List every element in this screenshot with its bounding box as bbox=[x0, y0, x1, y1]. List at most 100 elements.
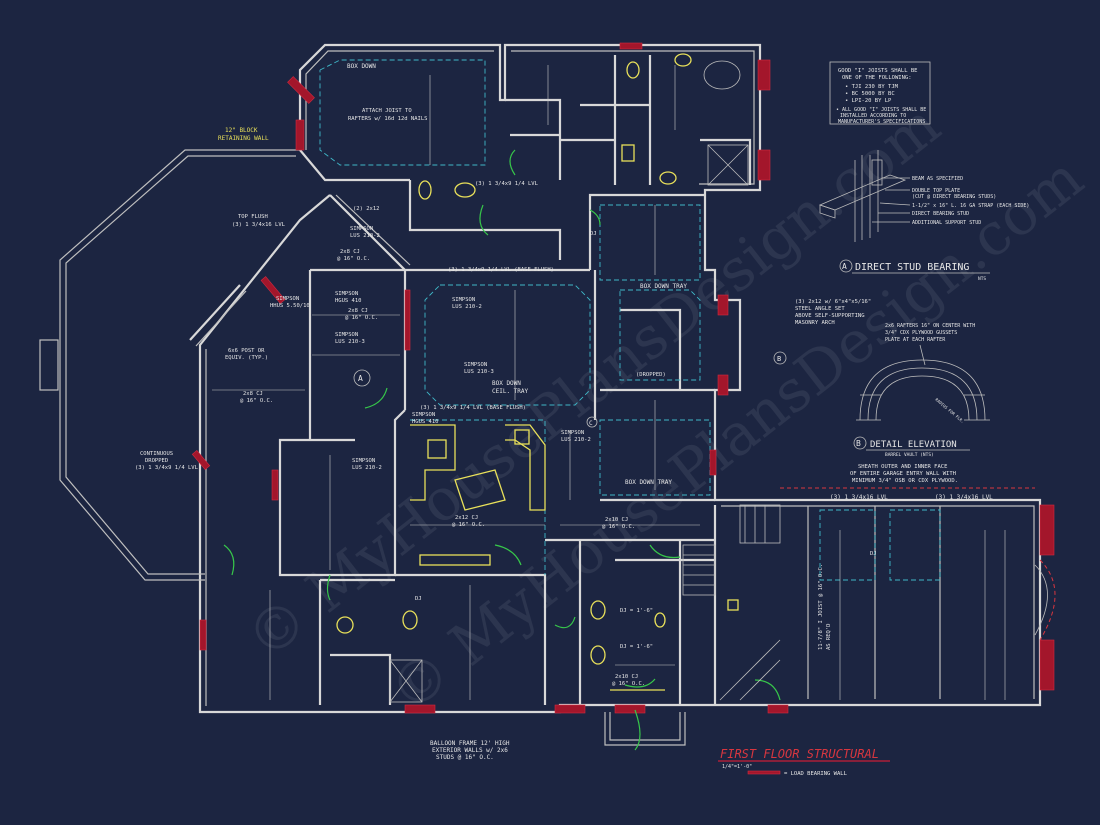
box-down-tray-2: BOX DOWN TRAY bbox=[625, 479, 672, 486]
simpson-4-b: LUS 210-3 bbox=[335, 339, 365, 345]
steel-angle-4: MASONRY ARCH bbox=[795, 320, 835, 326]
interior-walls bbox=[278, 55, 941, 746]
joist-notes-box: GOOD "I" JOISTS SHALL BE ONE OF THE FOLL… bbox=[829, 61, 931, 125]
detail-a-callout-2: DOUBLE TOP PLATE bbox=[912, 188, 960, 194]
fixtures bbox=[336, 53, 749, 703]
cj-c-2: @ 16" O.C. bbox=[240, 398, 273, 404]
garage-beam-line bbox=[780, 487, 1056, 641]
retaining-wall-label-2: RETAINING WALL bbox=[218, 135, 269, 142]
ijoist-2: AS REQ'D bbox=[826, 624, 832, 651]
detail-b-note-2: 3/4" CDX PLYWOOD GUSSETS bbox=[885, 330, 957, 336]
simpson-7-a: SIMPSON bbox=[352, 458, 375, 464]
simpson-6-a: SIMPSON bbox=[412, 412, 435, 418]
simpson-6-b: HGUS 410 bbox=[412, 419, 439, 425]
cj-b-2: @ 16" O.C. bbox=[345, 315, 378, 321]
simpson-5-b: LUS 210-2 bbox=[452, 304, 482, 310]
balloon-3: STUDS @ 16" O.C. bbox=[436, 754, 494, 761]
cj-c-1: 2x8 CJ bbox=[243, 391, 263, 397]
top-flush-1: TOP FLUSH bbox=[238, 214, 268, 220]
joist-notes-heading-2: ONE OF THE FOLLOWING: bbox=[842, 75, 912, 81]
steel-angle-2: STEEL ANGLE SET bbox=[795, 306, 845, 312]
joist-notes-item-3: • LPI-20 BY LP bbox=[845, 98, 892, 104]
post-label-1: 6x6 POST OR bbox=[228, 348, 265, 354]
simpson-2-b: HGUS 410 bbox=[335, 298, 362, 304]
detail-a: BEAM AS SPECIFIED DOUBLE TOP PLATE (CUT … bbox=[818, 150, 1029, 282]
dj-2-1-label: DJ = 1'-6" bbox=[620, 644, 653, 650]
joist-notes-item-2: • BC 5000 BY BC bbox=[845, 91, 895, 97]
dropped-label: (DROPPED) bbox=[636, 372, 666, 378]
simpson-2-a: SIMPSON bbox=[335, 291, 358, 297]
grid-c-label: C bbox=[589, 420, 593, 427]
cj-e-2: @ 16" O.C. bbox=[602, 524, 635, 530]
ceiling-trays bbox=[319, 59, 941, 581]
garage-beam-2: (3) 1 3/4x16 LVL bbox=[935, 494, 993, 501]
joist-arrows bbox=[212, 65, 1006, 700]
drawing-scale: 1/4"=1'-0" bbox=[722, 764, 752, 770]
simpson-3-a: SIMPSON bbox=[276, 296, 299, 302]
detail-b-radius: RADIUS FOR FLR. bbox=[934, 397, 965, 424]
cj-a-2: @ 16" O.C. bbox=[337, 256, 370, 262]
cj-d-2: @ 16" O.C. bbox=[452, 522, 485, 528]
steel-angle-1: (3) 2x12 w/ 6"x4"x5/16" bbox=[795, 299, 871, 305]
continuous-1: CONTINUOUS bbox=[140, 451, 173, 457]
simpson-1-a: SIMPSON bbox=[350, 226, 373, 232]
title-block: FIRST FLOOR STRUCTURAL 1/4"=1'-0" = LOAD… bbox=[718, 747, 890, 777]
detail-a-callout-3: (CUT @ DIRECT BEARING STUDS) bbox=[912, 194, 996, 200]
detail-a-callout-6: ADDITIONAL SUPPORT STUD bbox=[912, 220, 981, 226]
dj-label-3: DJ bbox=[415, 596, 422, 602]
garage-beam-1: (3) 1 3/4x16 LVL bbox=[830, 494, 888, 501]
detail-b-note-1: 2x6 RAFTERS 16" ON CENTER WITH bbox=[885, 323, 975, 329]
joist-notes-footnote-3: MANUFACTURER'S SPECIFICATIONS bbox=[838, 119, 925, 125]
joist-notes-footnote-1: • ALL GOOD "I" JOISTS SHALL BE bbox=[836, 107, 926, 113]
detail-a-callout-1: BEAM AS SPECIFIED bbox=[912, 176, 963, 182]
legend-text: = LOAD BEARING WALL bbox=[784, 771, 848, 777]
balloon-2: EXTERIOR WALLS w/ 2x6 bbox=[432, 747, 508, 754]
retaining-wall-label-1: 12" BLOCK bbox=[225, 127, 258, 134]
detail-b-title: DETAIL ELEVATION bbox=[870, 440, 957, 450]
attach-joist-1: ATTACH JOIST TO bbox=[362, 108, 412, 114]
beam-2-label: (3) 1 3/4x9 1/4 LVL bbox=[475, 181, 539, 187]
sheath-1: SHEATH OUTER AND INNER FACE bbox=[858, 464, 947, 470]
detail-a-letter: A bbox=[842, 262, 847, 271]
top-flush-2: (3) 1 3/4x16 LVL bbox=[232, 222, 286, 228]
box-down-tray-1: BOX DOWN TRAY bbox=[640, 283, 687, 290]
joist-notes-item-1: • TJI 230 BY TJM bbox=[845, 84, 899, 90]
beam-4-label: (3) 1 3/4x9 1/4 LVL (BASE FLUSH) bbox=[420, 405, 526, 411]
stairs bbox=[682, 504, 781, 701]
simpson-3-b: HHUS 5.50/10 bbox=[270, 303, 310, 309]
attach-joist-2: RAFTERS w/ 16d 12d NAILS bbox=[348, 116, 427, 122]
grid-bubble-a bbox=[353, 369, 371, 387]
box-down-cel-1: BOX DOWN bbox=[492, 380, 521, 387]
simpson-9-a: SIMPSON bbox=[561, 430, 584, 436]
dj-1-6-label: DJ = 1'-6" bbox=[620, 608, 653, 614]
box-down-cel-2: CEIL. TRAY bbox=[492, 388, 529, 395]
joist-notes-heading-1: GOOD "I" JOISTS SHALL BE bbox=[838, 68, 917, 74]
cj-e-1: 2x10 CJ bbox=[605, 517, 628, 523]
continuous-3: (3) 1 3/4x9 1/4 LVL bbox=[135, 465, 199, 471]
ijoist-1: 11-7/8" I JOIST @ 16" O.C. bbox=[818, 564, 824, 650]
simpson-7-b: LUS 210-2 bbox=[352, 465, 382, 471]
detail-b-note-3: PLATE AT EACH RAFTER bbox=[885, 337, 946, 343]
grid-a-label: A bbox=[358, 374, 363, 383]
detail-a-scale: NTS bbox=[978, 276, 986, 282]
simpson-8-b: LUS 210-3 bbox=[464, 369, 494, 375]
beam-1-label: (2) 2x12 bbox=[353, 206, 380, 212]
cj-f-1: 2x10 CJ bbox=[615, 674, 638, 680]
plan-labels: 12" BLOCK RETAINING WALL BOX DOWN ATTACH… bbox=[135, 63, 993, 761]
cj-f-2: @ 16" O.C. bbox=[612, 681, 645, 687]
simpson-9-b: LUS 210-2 bbox=[561, 437, 591, 443]
sheath-2: OF ENTIRE GARAGE ENTRY WALL WITH bbox=[850, 471, 956, 477]
grid-b-label: B bbox=[777, 355, 781, 363]
cj-a-1: 2x8 CJ bbox=[340, 249, 360, 255]
dj-label-2: DJ bbox=[870, 551, 877, 557]
simpson-4-a: SIMPSON bbox=[335, 332, 358, 338]
detail-b-subtitle: BARREL VAULT (NTS) bbox=[885, 452, 934, 458]
dj-label-1: DJ bbox=[590, 231, 597, 237]
detail-b: 2x6 RAFTERS 16" ON CENTER WITH 3/4" CDX … bbox=[853, 323, 990, 458]
cj-d-1: 2x12 CJ bbox=[455, 515, 478, 521]
detail-b-letter: B bbox=[856, 439, 861, 448]
box-down-top-label: BOX DOWN bbox=[347, 63, 376, 70]
drawing-title: FIRST FLOOR STRUCTURAL bbox=[720, 747, 879, 761]
